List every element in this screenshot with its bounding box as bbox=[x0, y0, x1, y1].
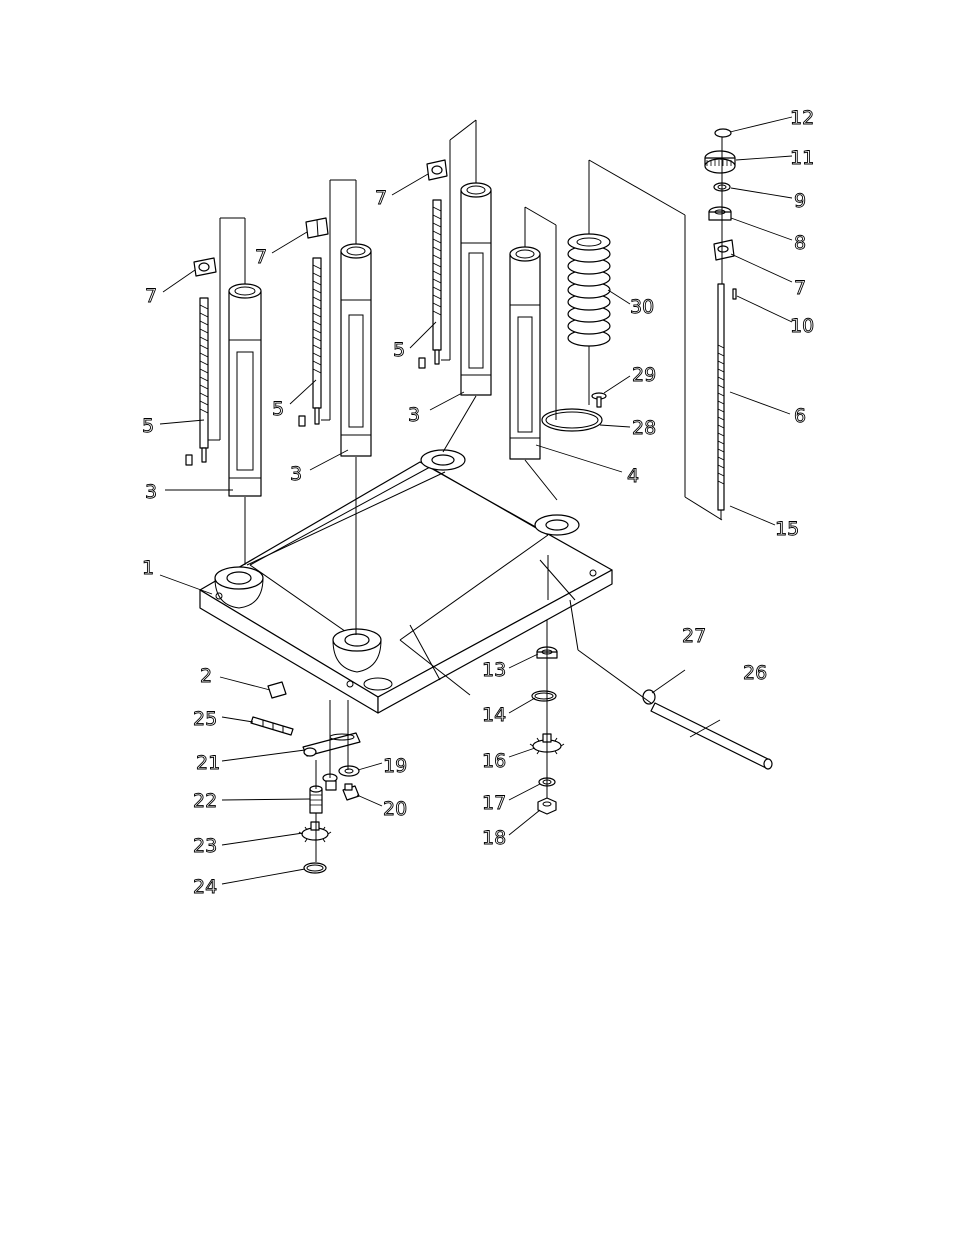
label-part-29: 29 bbox=[632, 364, 656, 386]
nut-left bbox=[194, 258, 216, 276]
label-part-28: 28 bbox=[632, 417, 656, 439]
label-part-3-left: 3 bbox=[145, 481, 157, 503]
label-part-8: 8 bbox=[794, 232, 806, 254]
label-part-7-center-left: 7 bbox=[255, 246, 267, 268]
retaining-ring-14 bbox=[532, 691, 556, 701]
label-part-5-center-right: 5 bbox=[393, 339, 405, 361]
label-part-16: 16 bbox=[482, 750, 506, 772]
label-part-4: 4 bbox=[627, 465, 639, 487]
lead-screw-center-right bbox=[419, 200, 441, 368]
label-part-9: 9 bbox=[794, 190, 806, 212]
label-part-24: 24 bbox=[193, 876, 217, 898]
label-part-20: 20 bbox=[383, 798, 407, 820]
label-part-30: 30 bbox=[630, 296, 654, 318]
label-part-14: 14 bbox=[482, 704, 506, 726]
label-part-13: 13 bbox=[482, 659, 506, 681]
label-part-17: 17 bbox=[482, 792, 506, 814]
label-part-15: 15 bbox=[775, 518, 799, 540]
label-part-2: 2 bbox=[200, 665, 212, 687]
plug bbox=[268, 682, 286, 698]
retaining-ring-top bbox=[715, 129, 731, 137]
label-part-18: 18 bbox=[482, 827, 506, 849]
label-part-10: 10 bbox=[790, 315, 814, 337]
label-part-3-center-left: 3 bbox=[290, 463, 302, 485]
base-plate bbox=[200, 450, 612, 713]
label-part-22: 22 bbox=[193, 790, 217, 812]
screw-small bbox=[592, 393, 606, 407]
nut-18 bbox=[538, 798, 556, 814]
retaining-ring-large bbox=[542, 409, 602, 431]
label-part-21: 21 bbox=[196, 752, 220, 774]
label-part-7-right: 7 bbox=[794, 277, 806, 299]
washer-19 bbox=[339, 766, 359, 776]
retaining-ring-24 bbox=[304, 863, 326, 873]
label-part-19: 19 bbox=[383, 755, 407, 777]
bearing-right bbox=[709, 207, 731, 220]
spring bbox=[568, 234, 610, 346]
rod-26 bbox=[651, 703, 772, 769]
nut-center-right bbox=[427, 160, 447, 180]
label-part-1: 1 bbox=[142, 557, 154, 579]
label-part-26: 26 bbox=[743, 662, 767, 684]
column-rear bbox=[510, 247, 540, 459]
column-left bbox=[229, 284, 261, 496]
label-part-5-center-left: 5 bbox=[272, 398, 284, 420]
drive-shaft bbox=[718, 284, 724, 520]
lead-screw-center-left bbox=[299, 258, 321, 426]
label-part-11: 11 bbox=[790, 147, 814, 169]
label-part-5-left: 5 bbox=[142, 415, 154, 437]
label-part-7-left: 7 bbox=[145, 285, 157, 307]
chain bbox=[251, 717, 293, 735]
column-center-right bbox=[461, 183, 491, 395]
sprocket-23 bbox=[299, 822, 331, 842]
column-center-left bbox=[341, 244, 371, 456]
nut-right bbox=[714, 240, 734, 260]
gear bbox=[705, 151, 735, 173]
bolt-20 bbox=[343, 784, 359, 800]
shaft-22 bbox=[310, 786, 322, 813]
label-part-25: 25 bbox=[193, 708, 217, 730]
label-part-27: 27 bbox=[682, 625, 706, 647]
lead-screw-left bbox=[186, 298, 208, 465]
key-pin-right bbox=[733, 289, 736, 299]
label-part-23: 23 bbox=[193, 835, 217, 857]
label-part-6: 6 bbox=[794, 405, 806, 427]
nut-center-left bbox=[306, 218, 328, 238]
label-part-7-center-right: 7 bbox=[375, 187, 387, 209]
label-part-3-center-right: 3 bbox=[408, 404, 420, 426]
idler-arm bbox=[303, 733, 360, 756]
label-part-12: 12 bbox=[790, 107, 814, 129]
